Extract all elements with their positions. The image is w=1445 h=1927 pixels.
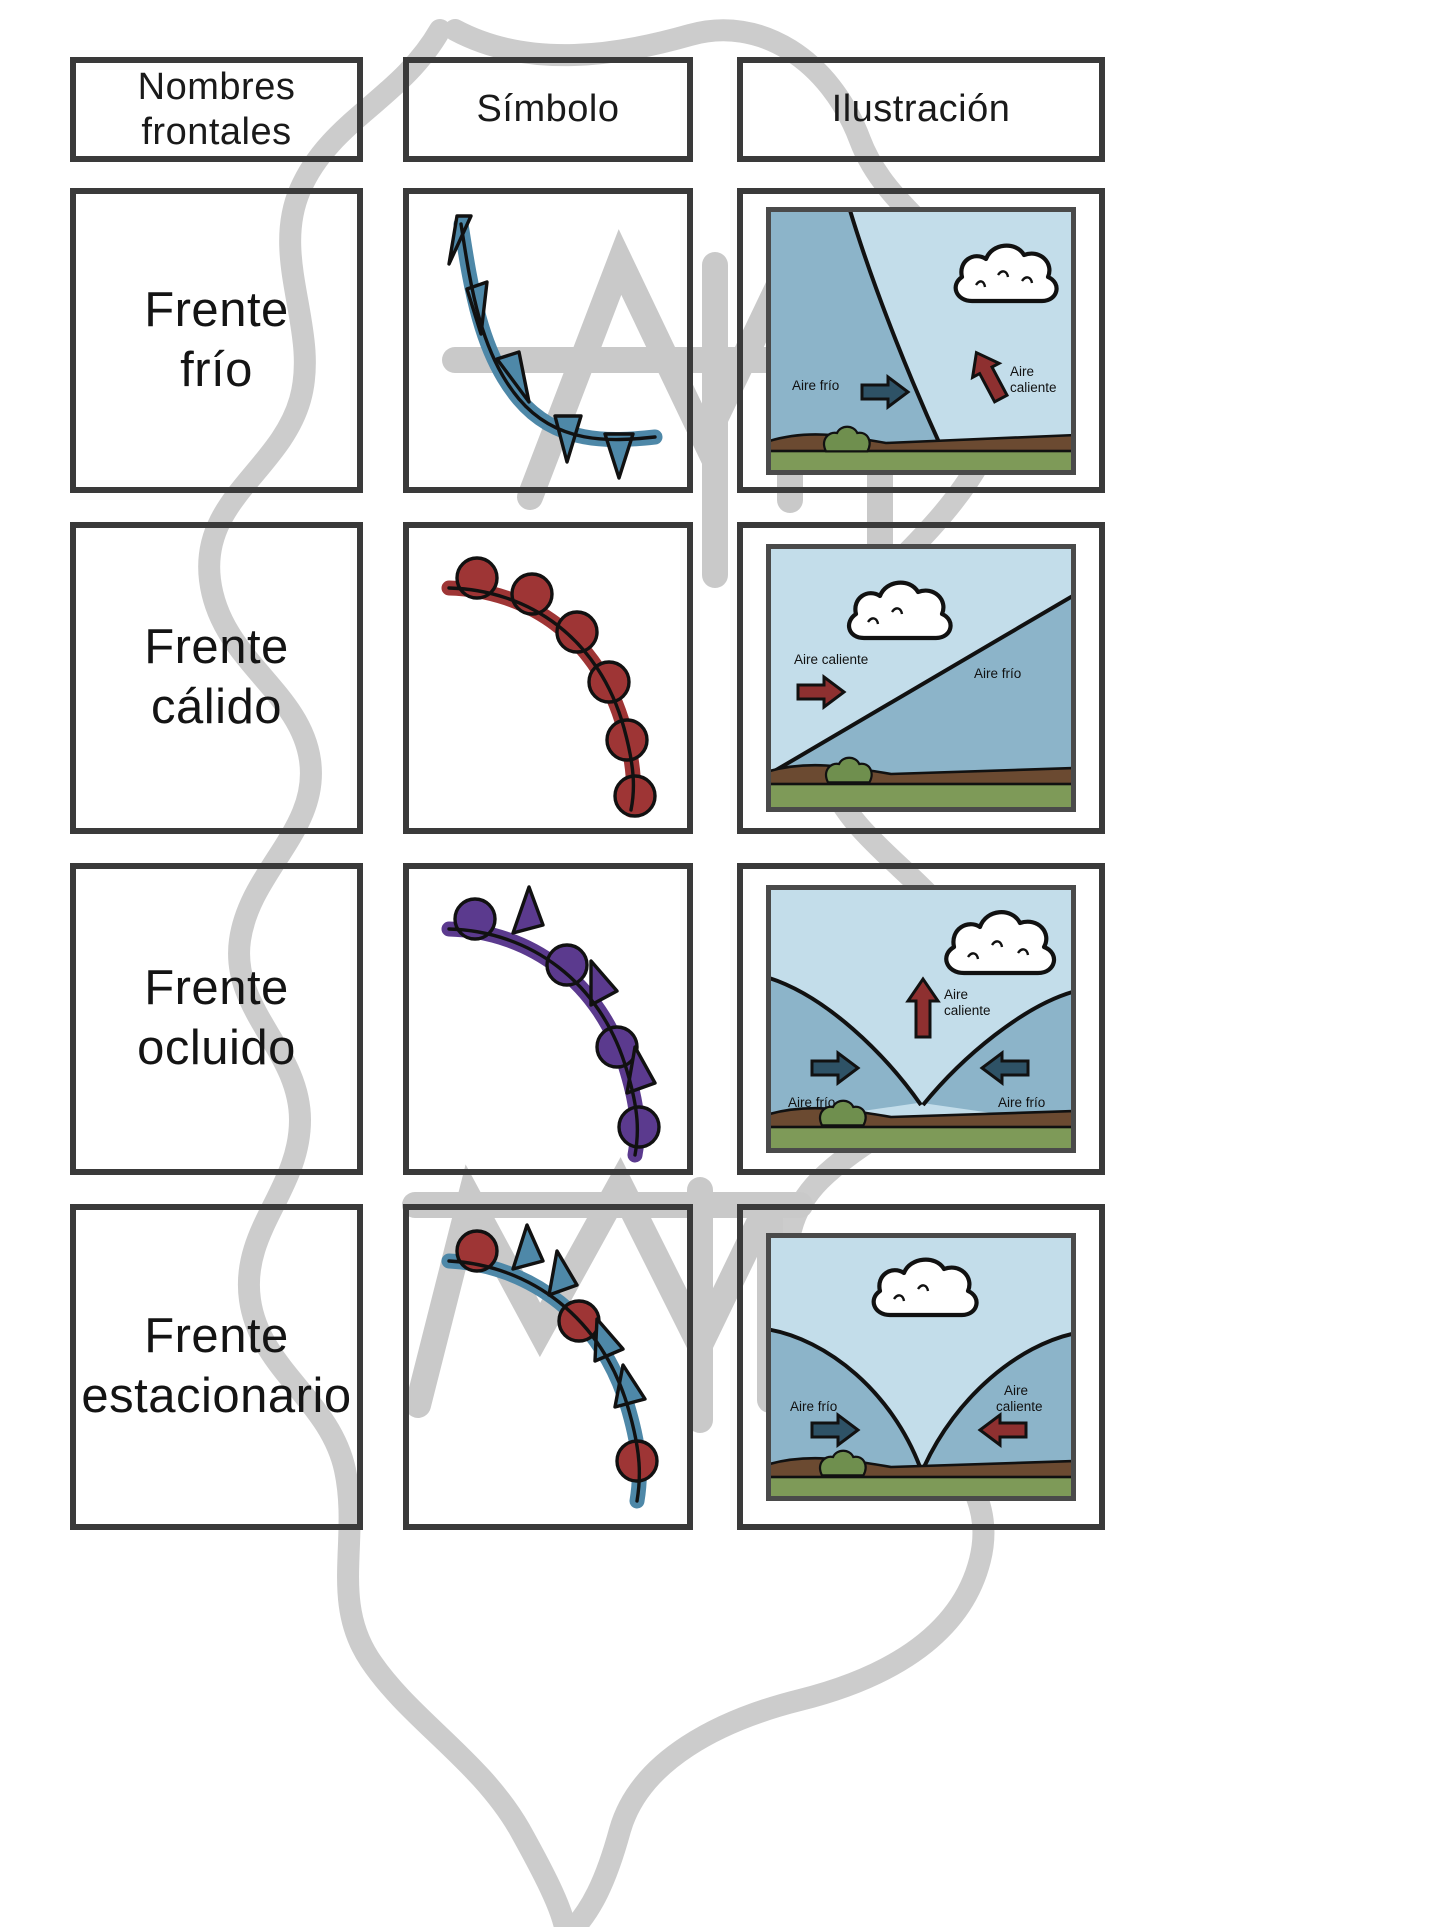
illustration-cell-warm-front: Aire caliente Aire frío bbox=[737, 522, 1105, 834]
row1-name-line2: frío bbox=[180, 342, 253, 397]
header-names-text: Nombres frontales bbox=[138, 65, 296, 155]
name-text-frente-frio: Frente frío bbox=[144, 281, 289, 401]
warm-front-symbol-icon bbox=[441, 556, 657, 818]
header-illustration-text: Ilustración bbox=[831, 88, 1011, 131]
row2-name-line2: cálido bbox=[150, 680, 283, 734]
cold-front-symbol-icon bbox=[447, 214, 663, 480]
label-aire-caliente-line2: caliente bbox=[1010, 380, 1057, 395]
stationary-front-illustration: Aire frío Aire caliente bbox=[766, 1233, 1076, 1501]
illustration-cell-occluded-front: Aire caliente Aire frío Aire frío bbox=[737, 863, 1105, 1175]
label-aire-frio-4: Aire frío bbox=[790, 1399, 837, 1414]
header-names-line2: frontales bbox=[141, 110, 292, 153]
illustration-cell-cold-front: Aire frío Aire caliente bbox=[737, 188, 1105, 493]
name-text-frente-calido: Frente cálido bbox=[144, 618, 289, 738]
label-aire-frio-2: Aire frío bbox=[974, 666, 1021, 681]
illustration-cell-stationary-front: Aire frío Aire caliente bbox=[737, 1204, 1105, 1530]
label-aire-caliente-line1: Aire bbox=[1010, 364, 1034, 379]
symbol-cell-stationary-front bbox=[403, 1204, 693, 1530]
label-aire-caliente-3b: caliente bbox=[944, 1003, 991, 1018]
label-aire-caliente-2: Aire caliente bbox=[794, 652, 868, 667]
header-cell-symbol: Símbolo bbox=[403, 57, 693, 162]
cold-front-illustration: Aire frío Aire caliente bbox=[766, 206, 1076, 475]
name-cell-frente-calido: Frente cálido bbox=[70, 522, 363, 834]
occluded-front-symbol-icon bbox=[441, 885, 661, 1163]
label-aire-frio-1: Aire frío bbox=[792, 378, 839, 393]
header-cell-illustration: Ilustración bbox=[737, 57, 1105, 162]
name-text-frente-ocluido: Frente ocluido bbox=[137, 959, 296, 1079]
header-names-line1: Nombres bbox=[137, 65, 296, 108]
stationary-front-symbol-icon bbox=[441, 1223, 659, 1509]
row1-name-line1: Frente bbox=[144, 282, 289, 337]
row3-name-line1: Frente bbox=[144, 961, 289, 1016]
occluded-front-illustration: Aire caliente Aire frío Aire frío bbox=[766, 885, 1076, 1153]
symbol-cell-occluded-front bbox=[403, 863, 693, 1175]
row4-name-line2: estacionario bbox=[81, 1369, 352, 1423]
header-cell-names: Nombres frontales bbox=[70, 57, 363, 162]
row4-name-line1: Frente bbox=[144, 1309, 289, 1364]
symbol-cell-warm-front bbox=[403, 522, 693, 834]
name-cell-frente-frio: Frente frío bbox=[70, 188, 363, 493]
header-symbol-text: Símbolo bbox=[476, 88, 620, 131]
name-cell-frente-ocluido: Frente ocluido bbox=[70, 863, 363, 1175]
label-aire-caliente-3a: Aire bbox=[944, 987, 968, 1002]
row3-name-line2: ocluido bbox=[137, 1021, 296, 1075]
warm-front-illustration: Aire caliente Aire frío bbox=[766, 544, 1076, 812]
label-aire-frio-3b: Aire frío bbox=[998, 1095, 1045, 1110]
symbol-cell-cold-front bbox=[403, 188, 693, 493]
row2-name-line1: Frente bbox=[144, 620, 289, 675]
name-cell-frente-estacionario: Frente estacionario bbox=[70, 1204, 363, 1530]
label-aire-caliente-4b: caliente bbox=[996, 1399, 1043, 1414]
label-aire-caliente-4a: Aire bbox=[1004, 1383, 1028, 1398]
name-text-frente-estacionario: Frente estacionario bbox=[81, 1307, 351, 1427]
label-aire-frio-3a: Aire frío bbox=[788, 1095, 835, 1110]
